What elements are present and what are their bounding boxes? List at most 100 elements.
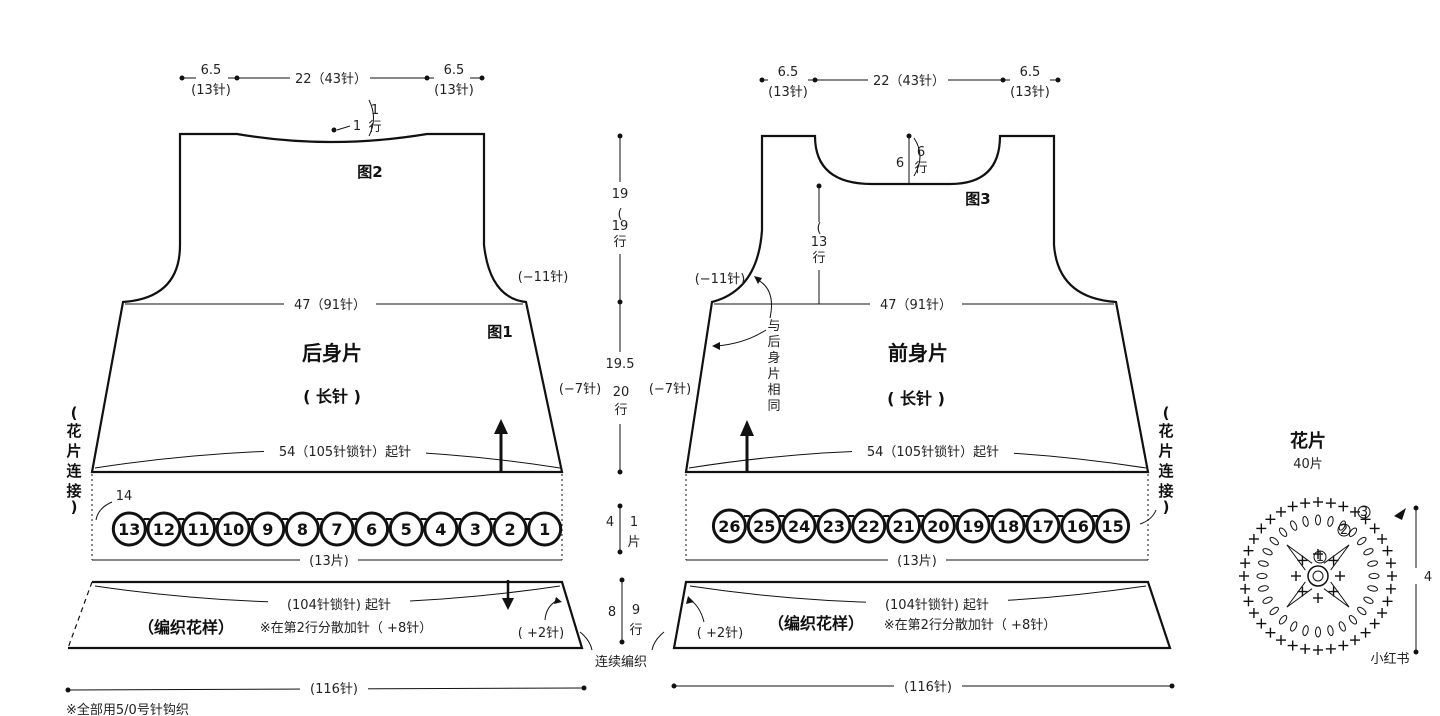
motif-count: 40片 (1293, 457, 1323, 472)
chain-stitch-symbol (1257, 560, 1269, 567)
front-motif-number: 19 (962, 517, 984, 536)
front-motif-number: 22 (858, 517, 880, 536)
svg-text:(: ( (71, 404, 78, 422)
chain-stitch-symbol (1290, 520, 1298, 531)
back-width: 47（91针） (294, 298, 366, 313)
svg-text:): ) (1163, 498, 1170, 516)
back-shoulder-right-width: 6.5 (444, 63, 465, 78)
lower-height-rows: 20 (613, 385, 630, 400)
front-motif-number: 21 (892, 517, 914, 536)
back-neck-row-single: 1 (353, 119, 361, 134)
front-shoulder-right-width: 6.5 (1020, 65, 1041, 80)
back-armhole-decrease: (−11针) (518, 270, 569, 285)
svg-text:(: ( (1163, 404, 1170, 422)
front-motif-26 (711, 508, 747, 544)
front-motif-24 (781, 508, 817, 544)
back-motif-number: 12 (153, 520, 175, 539)
chain-stitch-symbol (1315, 514, 1321, 526)
front-motif-number: 25 (753, 517, 775, 536)
chain-stitch-symbol (1262, 596, 1273, 604)
motif-height-cm: 4 (606, 515, 614, 530)
front-motif-18 (990, 508, 1026, 544)
back-motif-8 (284, 511, 320, 547)
back-motif-number: 8 (297, 520, 308, 539)
back-motif-count: (13片) (309, 554, 349, 569)
back-motif-number: 11 (187, 520, 209, 539)
front-piece: 6.5 (13针) 22（43针） 6.5 (13针) 6 6 行 图3 ( 1… (649, 64, 1175, 695)
back-motif-number: 5 (401, 520, 412, 539)
front-hem-chain: (104针锁针) 起针 (885, 597, 989, 613)
chain-stitch-symbol (1348, 527, 1358, 537)
motif-height-unit: 片 (627, 535, 640, 550)
chain-stitch-symbol (1338, 520, 1346, 531)
watermark: 小红书 (1370, 651, 1409, 667)
chain-stitch-symbol (1367, 585, 1379, 592)
back-piece: 6.5 (13针) 22（43针） 6.5 (13针) 1 1 行 47（91针… (65, 63, 587, 698)
chain-stitch-symbol (1256, 573, 1268, 579)
back-motif-13 (111, 511, 147, 547)
back-neck-figure-ref: 图2 (357, 163, 382, 181)
back-motif-number: 6 (366, 520, 377, 539)
chain-stitch-symbol (1290, 621, 1298, 632)
chain-stitch-symbol (1357, 606, 1367, 616)
petal-symbol (1323, 544, 1350, 571)
chain-stitch-symbol (1315, 626, 1321, 638)
back-motif-12 (146, 511, 182, 547)
chain-stitch-symbol (1327, 515, 1334, 527)
chain-stitch-symbol (1327, 625, 1334, 637)
svg-text:接: 接 (1158, 482, 1173, 500)
motif-title: 花片 (1290, 430, 1326, 452)
lower-height-cm: 19.5 (606, 357, 635, 372)
svg-text:(: ( (617, 207, 622, 222)
front-motif-number: 18 (997, 517, 1019, 536)
back-motif-1 (527, 511, 563, 547)
back-shoulder-left-width: 6.5 (201, 63, 222, 78)
front-motif-number: 24 (788, 517, 810, 536)
motif-round-1: 1 (1316, 550, 1324, 565)
front-motif-23 (816, 508, 852, 544)
upper-height-unit: 行 (613, 235, 626, 250)
back-side-panel-label: ( 花 片 连 接 ) (66, 404, 82, 516)
chain-stitch-symbol (1357, 536, 1367, 546)
petal-symbol (1286, 544, 1313, 571)
back-shoulder-left-stitches: (13针) (191, 83, 231, 98)
hem-height-rows: 9 (632, 603, 640, 618)
back-motif-start: 14 (116, 489, 133, 504)
front-figure-ref: 图3 (965, 190, 990, 208)
front-motif-17 (1025, 508, 1061, 544)
front-motif-25 (746, 508, 782, 544)
svg-text:同: 同 (767, 399, 780, 414)
back-shoulder-right-stitches: (13针) (434, 83, 474, 98)
back-motif-10 (215, 511, 251, 547)
back-motif-6 (354, 511, 390, 547)
front-motif-number: 16 (1067, 517, 1089, 536)
hem-height-unit: 行 (629, 623, 642, 638)
svg-text:与: 与 (767, 319, 780, 334)
front-hem-side-increase: ( +2针) (697, 626, 743, 641)
back-side-decrease: (−7针) (559, 382, 601, 397)
chain-stitch-symbol (1302, 515, 1309, 527)
back-motif-number: 4 (435, 520, 446, 539)
chain-stitch-symbol (1363, 548, 1374, 556)
svg-text:花: 花 (1158, 422, 1173, 440)
back-hem-chain: (104针锁针) 起针 (287, 597, 391, 613)
chain-stitch-symbol (1348, 615, 1358, 625)
front-armhole-decrease: (−11针) (695, 272, 746, 287)
front-motif-15 (1095, 508, 1131, 544)
back-motif-11 (181, 511, 217, 547)
front-neck-width: 22（43针） (873, 74, 945, 89)
back-motif-number: 9 (262, 520, 273, 539)
back-hem-side-increase: ( +2针) (518, 626, 564, 641)
motif-stitch-symbols (1239, 497, 1397, 655)
front-motif-16 (1060, 508, 1096, 544)
front-side-panel-label: ( 花 片 连 接 ) (1158, 404, 1174, 516)
back-neck-row-count: 1 (371, 103, 379, 118)
back-hem-total: (116针) (310, 682, 358, 697)
back-motif-4 (423, 511, 459, 547)
continuous-knitting-label: 连续编织 (595, 654, 647, 670)
svg-text:片: 片 (66, 442, 81, 460)
back-hem-increase-note: ※在第2行分散加针（ +8针） (260, 621, 432, 636)
front-motif-number: 26 (718, 517, 740, 536)
